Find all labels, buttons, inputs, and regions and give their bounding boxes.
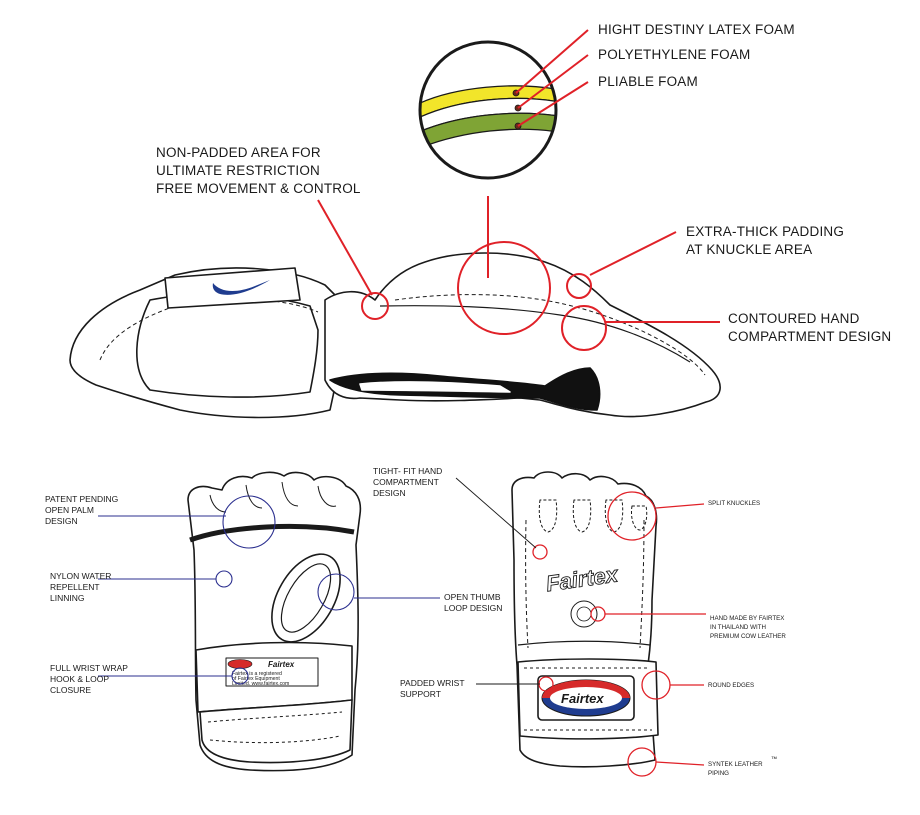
back-wrist-strap-stitch [524,667,652,731]
palm-view-glove [187,471,362,772]
foam-cross-section [418,40,558,180]
label-extra-thick-padding: EXTRA-THICK PADDING AT KNUCKLE AREA [686,224,845,257]
back-callout-lines-black [455,477,540,685]
wrist-wrap-circle [231,667,249,685]
back-callout-lines [532,491,706,777]
label-hand-made: HAND MADE BY FAIRTEX IN THAILAND WITH PR… [710,615,786,640]
contoured-circle [561,305,607,351]
split-knuckles-circle [607,491,657,541]
label-padded-wrist: PADDED WRIST SUPPORT [400,678,465,699]
label-split-knuckles: SPLIT KNUCKLES [708,500,761,507]
tight-fit-circle [532,544,548,560]
care-label-logo [227,659,253,669]
knuckle-padding-circle [457,241,551,335]
side-view-glove [69,252,721,419]
thumb-loop-circle [317,573,355,611]
finger-stitch [209,481,337,513]
label-nylon-lining: NYLON WATER REPELLENT LINNING [50,571,112,603]
care-label-line2: of Fairtex Equipment [232,676,280,682]
label-tight-fit: TIGHT- FIT HAND COMPARTMENT DESIGN [373,466,443,498]
label-thumb-loop: OPEN THUMB LOOP DESIGN [444,592,503,613]
patch-logo-text: Fairtex [561,691,604,706]
top-callout-lines [317,29,720,351]
finger-cutout-1 [538,499,558,533]
label-round-edges: ROUND EDGES [708,682,755,689]
foam-layer-pliable [420,112,556,153]
palm-callout-lines [98,495,440,685]
body-top-stitching [394,294,706,376]
finger-cutout-2 [572,499,592,533]
thumb-loop-inner [280,563,332,633]
body-seam [379,305,691,363]
label-non-padded-area: NON-PADDED AREA FOR ULTIMATE RESTRICTION… [156,145,361,196]
label-syntek-piping: SYNTEK LEATHER PIPING [708,761,763,777]
extra-thick-circle [566,273,592,299]
care-label-line1: Fairtex is a registered [232,671,282,677]
swoosh-logo [212,280,270,295]
finger-cutout-4 [631,505,648,531]
label-open-palm: PATENT PENDING OPEN PALM DESIGN [45,494,119,526]
care-label-line3: Limited. www.fairtex.com [232,681,289,687]
label-latex-foam: HIGHT DESTINY LATEX FOAM [598,22,795,37]
palm-lining-highlight [359,381,511,393]
back-seam [517,640,651,646]
handmade-seal-inner [576,606,592,622]
open-palm-circle [222,495,276,549]
label-polyethylene-foam: POLYETHYLENE FOAM [598,47,751,62]
label-wrist-wrap: FULL WRIST WRAP HOOK & LOOP CLOSURE [50,663,128,695]
label-pliable-foam: PLIABLE FOAM [598,74,698,89]
back-view-glove [511,471,659,768]
care-label-title: Fairtex [268,660,295,669]
non-padded-circle [361,292,389,320]
label-contoured-hand: CONTOURED HAND COMPARTMENT DESIGN [728,311,892,344]
cuff-tab [164,267,301,309]
wrist-wrap-lower [199,699,353,764]
logo-patch-white [550,687,622,709]
wrist-wrap-stitch [207,711,343,744]
nylon-circle [215,570,233,588]
label-trademark: ™ [771,756,778,763]
magnifier-ring [418,40,558,180]
palm-band [189,523,355,543]
